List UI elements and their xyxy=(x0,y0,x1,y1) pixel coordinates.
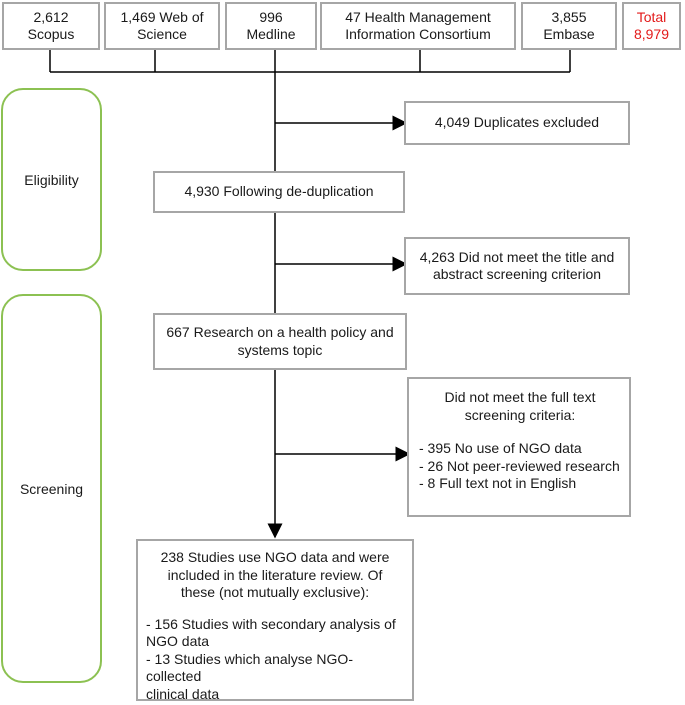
source-scopus-count: 2,612 xyxy=(33,8,69,25)
source-wos-line1: 1,469 Web of xyxy=(120,8,204,25)
included-studies-box: 238 Studies use NGO data and were includ… xyxy=(136,539,414,702)
source-medline-name: Medline xyxy=(246,26,296,42)
fulltext-heading-line1: Did not meet the full text xyxy=(444,389,596,405)
included-line: included in the literature review. Of xyxy=(167,566,383,583)
included-item: - 13 Studies which analyse NGO-collected xyxy=(146,650,353,685)
fulltext-item: - 395 No use of NGO data xyxy=(419,440,582,456)
phase-eligibility: Eligibility xyxy=(1,88,102,271)
health-topic-box: 667 Research on a health policy and syst… xyxy=(153,313,407,370)
dedup-box: 4,930 Following de-duplication xyxy=(153,171,405,213)
fulltext-heading-line2: screening criteria: xyxy=(464,406,576,423)
source-embase-name: Embase xyxy=(543,26,595,42)
included-item: - 156 Studies with secondary analysis of xyxy=(146,615,396,632)
source-hmic-line1: 47 Health Management xyxy=(345,8,491,25)
total-label: Total xyxy=(636,8,667,25)
title-screening-excluded-box: 4,263 Did not meet the title and abstrac… xyxy=(404,237,630,295)
duplicates-excluded-text: 4,049 Duplicates excluded xyxy=(434,114,600,131)
included-item: NGO data xyxy=(146,633,210,649)
fulltext-item: - 8 Full text not in English xyxy=(419,475,577,491)
title-excluded-line2: abstract screening criterion xyxy=(432,266,602,282)
duplicates-excluded-box: 4,049 Duplicates excluded xyxy=(404,101,630,145)
source-wos-line2: Science xyxy=(137,26,187,42)
total-box: Total 8,979 xyxy=(622,2,681,50)
included-item: clinical data xyxy=(146,685,220,702)
source-hmic: 47 Health Management Information Consort… xyxy=(320,2,516,50)
source-embase-count: 3,855 xyxy=(551,8,587,25)
source-medline: 996 Medline xyxy=(225,2,317,50)
phase-eligibility-label: Eligibility xyxy=(24,171,79,188)
title-excluded-line1: 4,263 Did not meet the title and xyxy=(419,248,615,265)
included-line: 238 Studies use NGO data and were xyxy=(160,549,390,565)
source-scopus: 2,612 Scopus xyxy=(2,2,100,50)
dedup-text: 4,930 Following de-duplication xyxy=(184,183,374,200)
source-embase: 3,855 Embase xyxy=(521,2,617,50)
total-value: 8,979 xyxy=(633,26,670,42)
fulltext-excluded-box: Did not meet the full text screening cri… xyxy=(407,377,631,517)
fulltext-item: - 26 Not peer-reviewed research xyxy=(419,457,620,474)
source-scopus-name: Scopus xyxy=(27,26,75,42)
source-hmic-line2: Information Consortium xyxy=(345,26,491,42)
source-web-of-science: 1,469 Web of Science xyxy=(104,2,220,50)
included-line: these (not mutually exclusive): xyxy=(180,584,370,600)
phase-screening: Screening xyxy=(1,294,102,683)
phase-screening-label: Screening xyxy=(19,480,84,497)
health-topic-line1: 667 Research on a health policy and xyxy=(166,324,394,340)
health-topic-line2: systems topic xyxy=(237,341,323,358)
source-medline-count: 996 xyxy=(259,8,283,25)
